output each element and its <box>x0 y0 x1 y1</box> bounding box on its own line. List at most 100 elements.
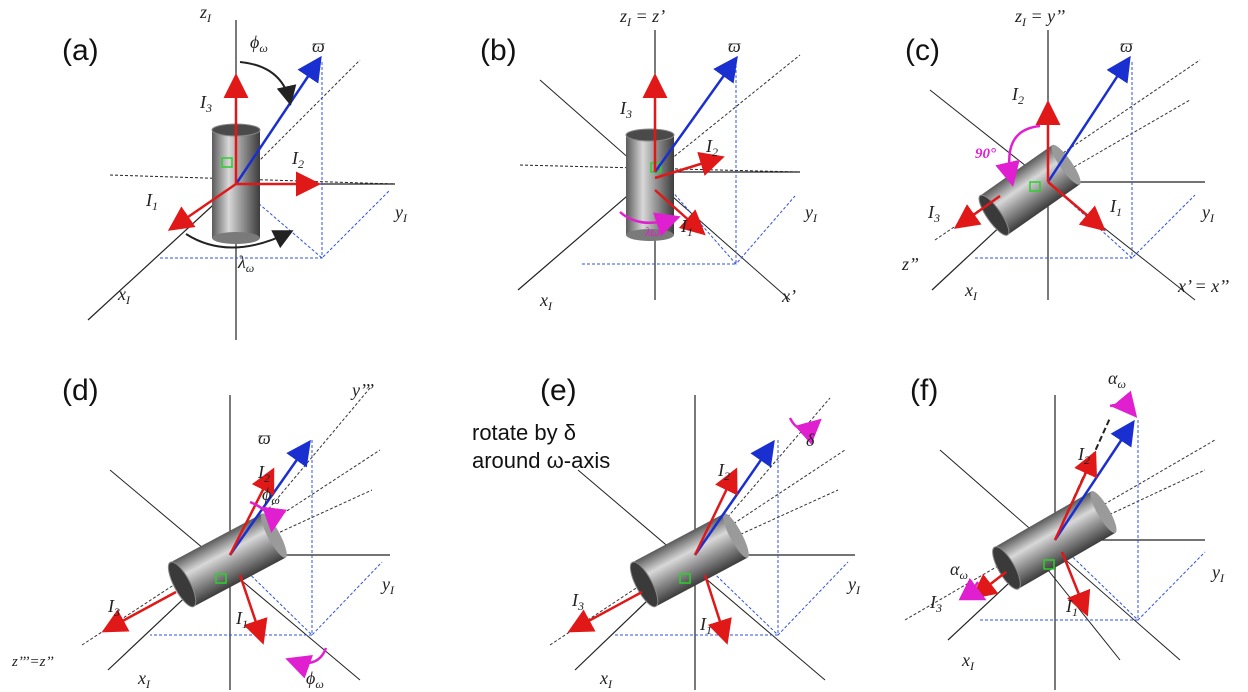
i3-vector <box>101 590 177 633</box>
omega-label: ϖ <box>728 36 741 56</box>
xprime-axis-label: x’ <box>781 286 796 306</box>
projection-lines <box>1054 539 1206 621</box>
panel-f: (f) yI xI αω αω I2 I1 I3 <box>904 368 1225 690</box>
i1-label: I1 <box>680 216 693 239</box>
x-axis <box>87 183 237 321</box>
panel-d: (d) yI xI y’’’ z’’’=z’’ ϖ I2 I1 I3 ϕω ϕω <box>11 374 395 691</box>
i1-vector <box>167 182 237 231</box>
z-triple-prime-label: z’’’=z’’ <box>11 654 54 670</box>
projection-lines <box>580 60 737 265</box>
ninety-degree-arc <box>995 124 1041 187</box>
i1-vector <box>654 189 706 236</box>
x-axis-label: xI <box>599 668 613 691</box>
i1-vector <box>1047 181 1106 232</box>
center-marker <box>1029 181 1041 192</box>
cylinder <box>629 513 749 608</box>
i1-label: I1 <box>145 190 158 213</box>
alpha-label-lower: αω <box>950 559 968 582</box>
center-marker <box>221 157 233 168</box>
y-axis-label: yI <box>393 202 408 225</box>
i2-label: I2 <box>257 462 270 485</box>
x-axis-label: xI <box>539 290 553 313</box>
panel-label-d: (d) <box>62 374 99 407</box>
i3-label: I3 <box>107 596 120 619</box>
i3-vector <box>971 571 1007 600</box>
i2-vector <box>693 467 738 556</box>
x-double-prime-label: x’ = x’’ <box>1177 276 1229 296</box>
i3-label: I3 <box>571 590 584 613</box>
i1-label: I1 <box>1065 596 1078 619</box>
projection-lines <box>229 554 383 636</box>
dashed-axis <box>654 54 801 173</box>
x-axis-label: xI <box>961 650 975 673</box>
omega-vector <box>693 439 775 556</box>
i3-vector <box>953 194 1001 229</box>
i3-vector <box>567 590 643 633</box>
y-triple-prime-label: y’’’ <box>350 380 374 400</box>
phi-label-lower: ϕω <box>306 668 324 691</box>
panel-label-b: (b) <box>480 34 517 67</box>
y-axis-label: yI <box>846 574 861 597</box>
i1-label: I1 <box>699 614 712 637</box>
projection-lines <box>654 171 796 265</box>
delta-rotation-arc <box>788 417 822 445</box>
z-axis-label: zI = y’’ <box>1014 6 1065 29</box>
i2-vector <box>228 467 275 556</box>
z-triple-prime-axis <box>81 449 381 646</box>
x-axis-label: xI <box>137 668 151 691</box>
projection-lines <box>160 62 323 259</box>
phi-rotation-arc-lower <box>285 647 328 679</box>
y-axis-label: yI <box>1210 562 1225 585</box>
center-marker <box>1043 559 1055 570</box>
phi-rotation-arc <box>249 500 287 533</box>
omega-vector <box>1053 419 1135 541</box>
i1-vector <box>1060 551 1091 617</box>
omega-label: ϖ <box>312 36 325 56</box>
z-axis-label: zI = z’ <box>619 6 665 29</box>
i3-label: I3 <box>927 202 940 225</box>
rotation-note-line-2: around ω-axis <box>472 448 610 473</box>
i1-label: I1 <box>235 608 248 631</box>
lambda-handwritten-label: λω <box>644 224 660 239</box>
omega-label: ϖ <box>258 428 271 448</box>
z-double-prime-label: z” <box>901 254 919 274</box>
omega-vector <box>228 439 311 556</box>
panel-label-e: (e) <box>540 374 577 407</box>
i2-vector <box>1053 450 1098 541</box>
i2-label: I2 <box>705 136 718 159</box>
omega-vector <box>234 55 322 185</box>
i1-vector <box>238 574 268 645</box>
projection-lines <box>235 183 391 259</box>
center-marker <box>679 573 691 584</box>
cylinder-bottom <box>212 232 260 244</box>
dashed-axis <box>235 59 361 185</box>
phi-angle-arc <box>239 61 297 106</box>
rotation-note-line-1: rotate by δ <box>472 420 576 445</box>
panel-label-c: (c) <box>905 34 940 67</box>
projection-lines <box>1047 181 1196 259</box>
projection-lines <box>694 554 849 636</box>
projection-lines <box>150 440 313 636</box>
y-axis-label: yI <box>1200 202 1215 225</box>
panel-label-f: (f) <box>910 374 938 407</box>
y-axis-label: yI <box>803 202 818 225</box>
panel-label-a: (a) <box>62 34 99 67</box>
panel-c: (c) 90° zI = y’’ yI xI x’ = x’’ z” ϖ I2 … <box>901 6 1229 303</box>
phi-label-upper: ϕω <box>262 484 280 507</box>
i1-vector <box>703 574 732 645</box>
x-axis-label: xI <box>964 280 978 303</box>
i3-label: I3 <box>199 92 212 115</box>
omega-label: ϖ <box>1120 36 1133 56</box>
panel-e: (e) rotate by δ around ω-axis yI xI δ I2… <box>472 374 861 691</box>
z-axis-label: zI <box>199 2 212 25</box>
phi-label: ϕω <box>250 32 268 55</box>
panel-a: (a) zI yI xI ϖ I3 I2 I1 ϕω λω <box>62 2 408 340</box>
i1-label: I1 <box>1109 196 1122 219</box>
i3-label: I3 <box>619 98 632 121</box>
omega-vector <box>653 55 738 173</box>
i2-label: I2 <box>1011 84 1024 107</box>
alpha-rotation-arc-lower <box>958 577 987 601</box>
alpha-label-upper: αω <box>1108 368 1126 391</box>
i2-vector <box>654 151 725 180</box>
